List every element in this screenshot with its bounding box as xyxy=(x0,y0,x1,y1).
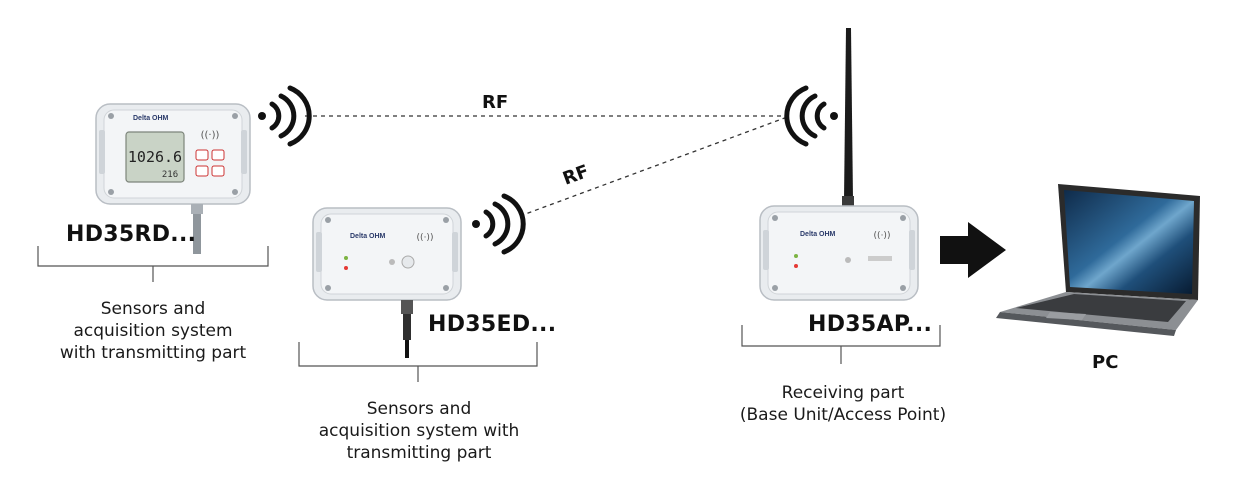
caption-hd35ap: Receiving part (Base Unit/Access Point) xyxy=(739,383,947,425)
bracket-hd35ap xyxy=(741,325,941,364)
svg-text:Delta OHM: Delta OHM xyxy=(133,115,169,122)
hd35rd-device: Delta OHM 1026.6 216 ((·)) xyxy=(95,103,251,254)
hd35ed-device: Delta OHM ((·)) xyxy=(312,207,462,358)
bracket-hd35ed xyxy=(298,342,538,382)
caption-hd35ed: Sensors and acquisition system with tran… xyxy=(318,399,520,463)
svg-text:((·)): ((·)) xyxy=(201,130,220,141)
svg-text:((·)): ((·)) xyxy=(417,233,434,243)
caption-hd35rd: Sensors and acquisition system with tran… xyxy=(59,299,247,363)
model-label-hd35ap: HD35AP... xyxy=(808,312,933,337)
svg-text:Delta OHM: Delta OHM xyxy=(350,233,386,240)
bracket-hd35rd xyxy=(37,246,269,282)
wireless-signal-icon xyxy=(258,85,312,147)
display-sub-value: 216 xyxy=(162,170,178,180)
arrow-right-icon xyxy=(940,222,1006,278)
hd35ap-device: Delta OHM ((·)) xyxy=(759,28,919,301)
svg-text:Delta OHM: Delta OHM xyxy=(800,231,836,238)
pc-label: PC xyxy=(1092,352,1119,373)
wireless-signal-icon xyxy=(784,85,838,147)
model-label-hd35rd: HD35RD... xyxy=(66,222,197,247)
model-label-hd35ed: HD35ED... xyxy=(428,312,557,337)
display-main-value: 1026.6 xyxy=(128,148,182,166)
wireless-signal-icon xyxy=(472,193,526,255)
rf-label-top: RF xyxy=(482,92,509,113)
laptop-pc xyxy=(996,184,1200,336)
svg-text:((·)): ((·)) xyxy=(874,231,891,241)
